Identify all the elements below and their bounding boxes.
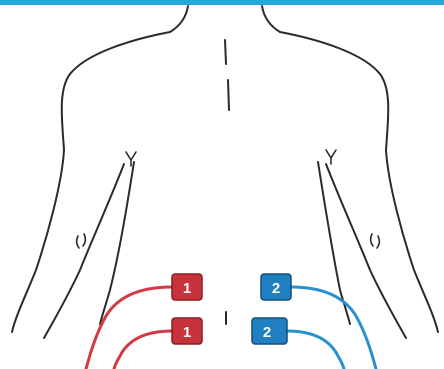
lead-channel-2-lower <box>287 331 344 369</box>
electrode-pad-2-upper: 2 <box>261 274 291 300</box>
top-accent-bar <box>0 0 444 5</box>
neck-left <box>170 6 188 32</box>
spine-middle <box>228 80 229 110</box>
right-arm-inner <box>326 164 406 338</box>
lead-channel-2-upper <box>291 287 376 369</box>
left-arm-outer <box>12 32 170 332</box>
spine-upper <box>225 40 226 64</box>
right-elbow-mark <box>371 234 380 248</box>
neck-right <box>262 6 280 32</box>
electrode-pad-1-lower: 1 <box>172 318 202 344</box>
lead-channel-1-upper <box>86 287 172 369</box>
electrode-pad-label: 1 <box>183 280 191 297</box>
lead-channel-1-lower <box>114 331 172 369</box>
electrode-pad-label: 2 <box>272 280 280 297</box>
left-elbow-mark <box>77 234 86 248</box>
electrode-pad-label: 2 <box>263 324 271 341</box>
right-armpit-mark <box>326 150 336 164</box>
electrode-pad-label: 1 <box>183 324 191 341</box>
torso-outline <box>12 6 438 338</box>
electrode-pad-2-lower: 2 <box>252 318 287 344</box>
electrode-leads <box>86 287 376 369</box>
left-arm-inner <box>44 164 124 338</box>
left-torso-side <box>100 162 134 324</box>
electrode-pad-1-upper: 1 <box>172 274 202 300</box>
